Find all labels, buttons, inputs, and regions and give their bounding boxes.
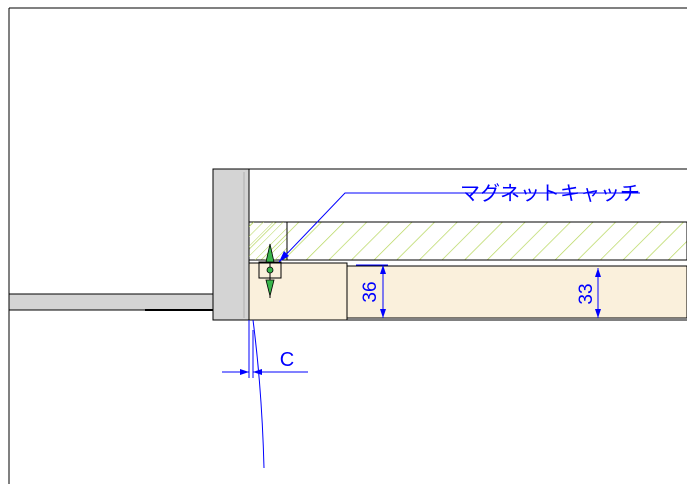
door-panel-right <box>346 265 687 319</box>
cabinet-frame <box>212 168 250 321</box>
dimension-36-label: 36 <box>360 281 381 302</box>
dimension-c <box>222 320 308 378</box>
dimension-33-label: 33 <box>576 283 597 304</box>
door-panel-left <box>248 262 348 321</box>
dimension-c-label: C <box>280 349 294 371</box>
callout-leader <box>278 192 640 263</box>
magnet-catch-icon <box>258 243 282 298</box>
hatched-board <box>248 221 687 261</box>
dimension-36 <box>356 264 388 318</box>
drawing-border <box>8 7 687 484</box>
side-shelf <box>8 293 214 311</box>
dimension-33 <box>595 268 601 318</box>
door-panels <box>248 262 687 321</box>
callout-label: マグネットキャッチ <box>460 182 640 205</box>
door-swing-arc <box>252 319 265 469</box>
